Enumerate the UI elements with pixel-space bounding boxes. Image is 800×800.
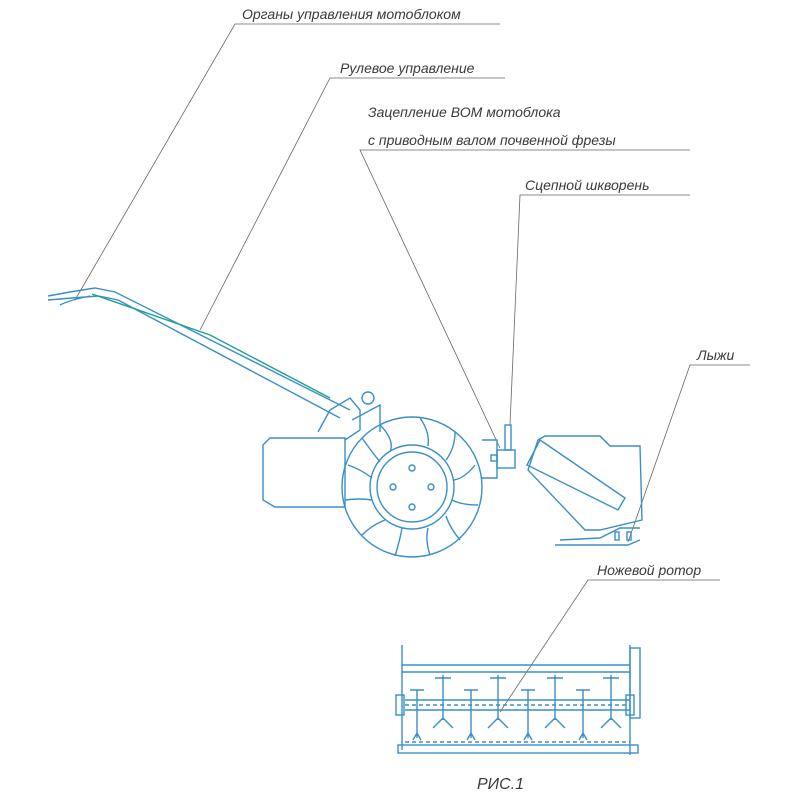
wheel <box>341 416 483 558</box>
label-pto-line2: с приводным валом почвенной фрезы <box>368 132 616 148</box>
steering-handle <box>47 287 351 419</box>
leader-pto <box>359 149 690 449</box>
label-steering: Рулевое управление <box>340 60 475 76</box>
rotor-bottom-bar <box>397 744 639 754</box>
label-pto-line1: Зацепление ВОМ мотоблока <box>368 104 561 120</box>
control-cable <box>91 293 331 399</box>
tiller-arm <box>526 438 626 511</box>
leader-lines <box>74 23 750 713</box>
label-skis: Лыжи <box>697 347 735 363</box>
leader-knife-rotor <box>499 579 720 713</box>
figure-caption: РИС.1 <box>477 776 525 793</box>
knife-rotor-drawing <box>395 645 641 755</box>
lever-knob <box>361 391 375 405</box>
ski <box>555 527 641 546</box>
label-hitch-pin: Сцепной шкворень <box>525 177 650 193</box>
leader-controls <box>74 23 500 301</box>
tiller-housing <box>527 435 643 531</box>
walk-behind-tractor <box>47 287 643 558</box>
hitch-pin <box>504 424 512 451</box>
label-controls: Органы управления мотоблоком <box>242 6 461 22</box>
leader-steering <box>199 77 505 331</box>
pto-coupling <box>496 449 516 469</box>
label-knife-rotor: Ножевой ротор <box>597 562 702 578</box>
rotor-side-drive <box>629 647 641 719</box>
rotor-knives <box>410 675 622 741</box>
pto-housing <box>482 439 498 479</box>
gearbox <box>317 397 381 441</box>
leader-hitch-pin <box>509 194 690 426</box>
engine-housing <box>262 437 346 508</box>
leader-skis <box>627 364 750 543</box>
